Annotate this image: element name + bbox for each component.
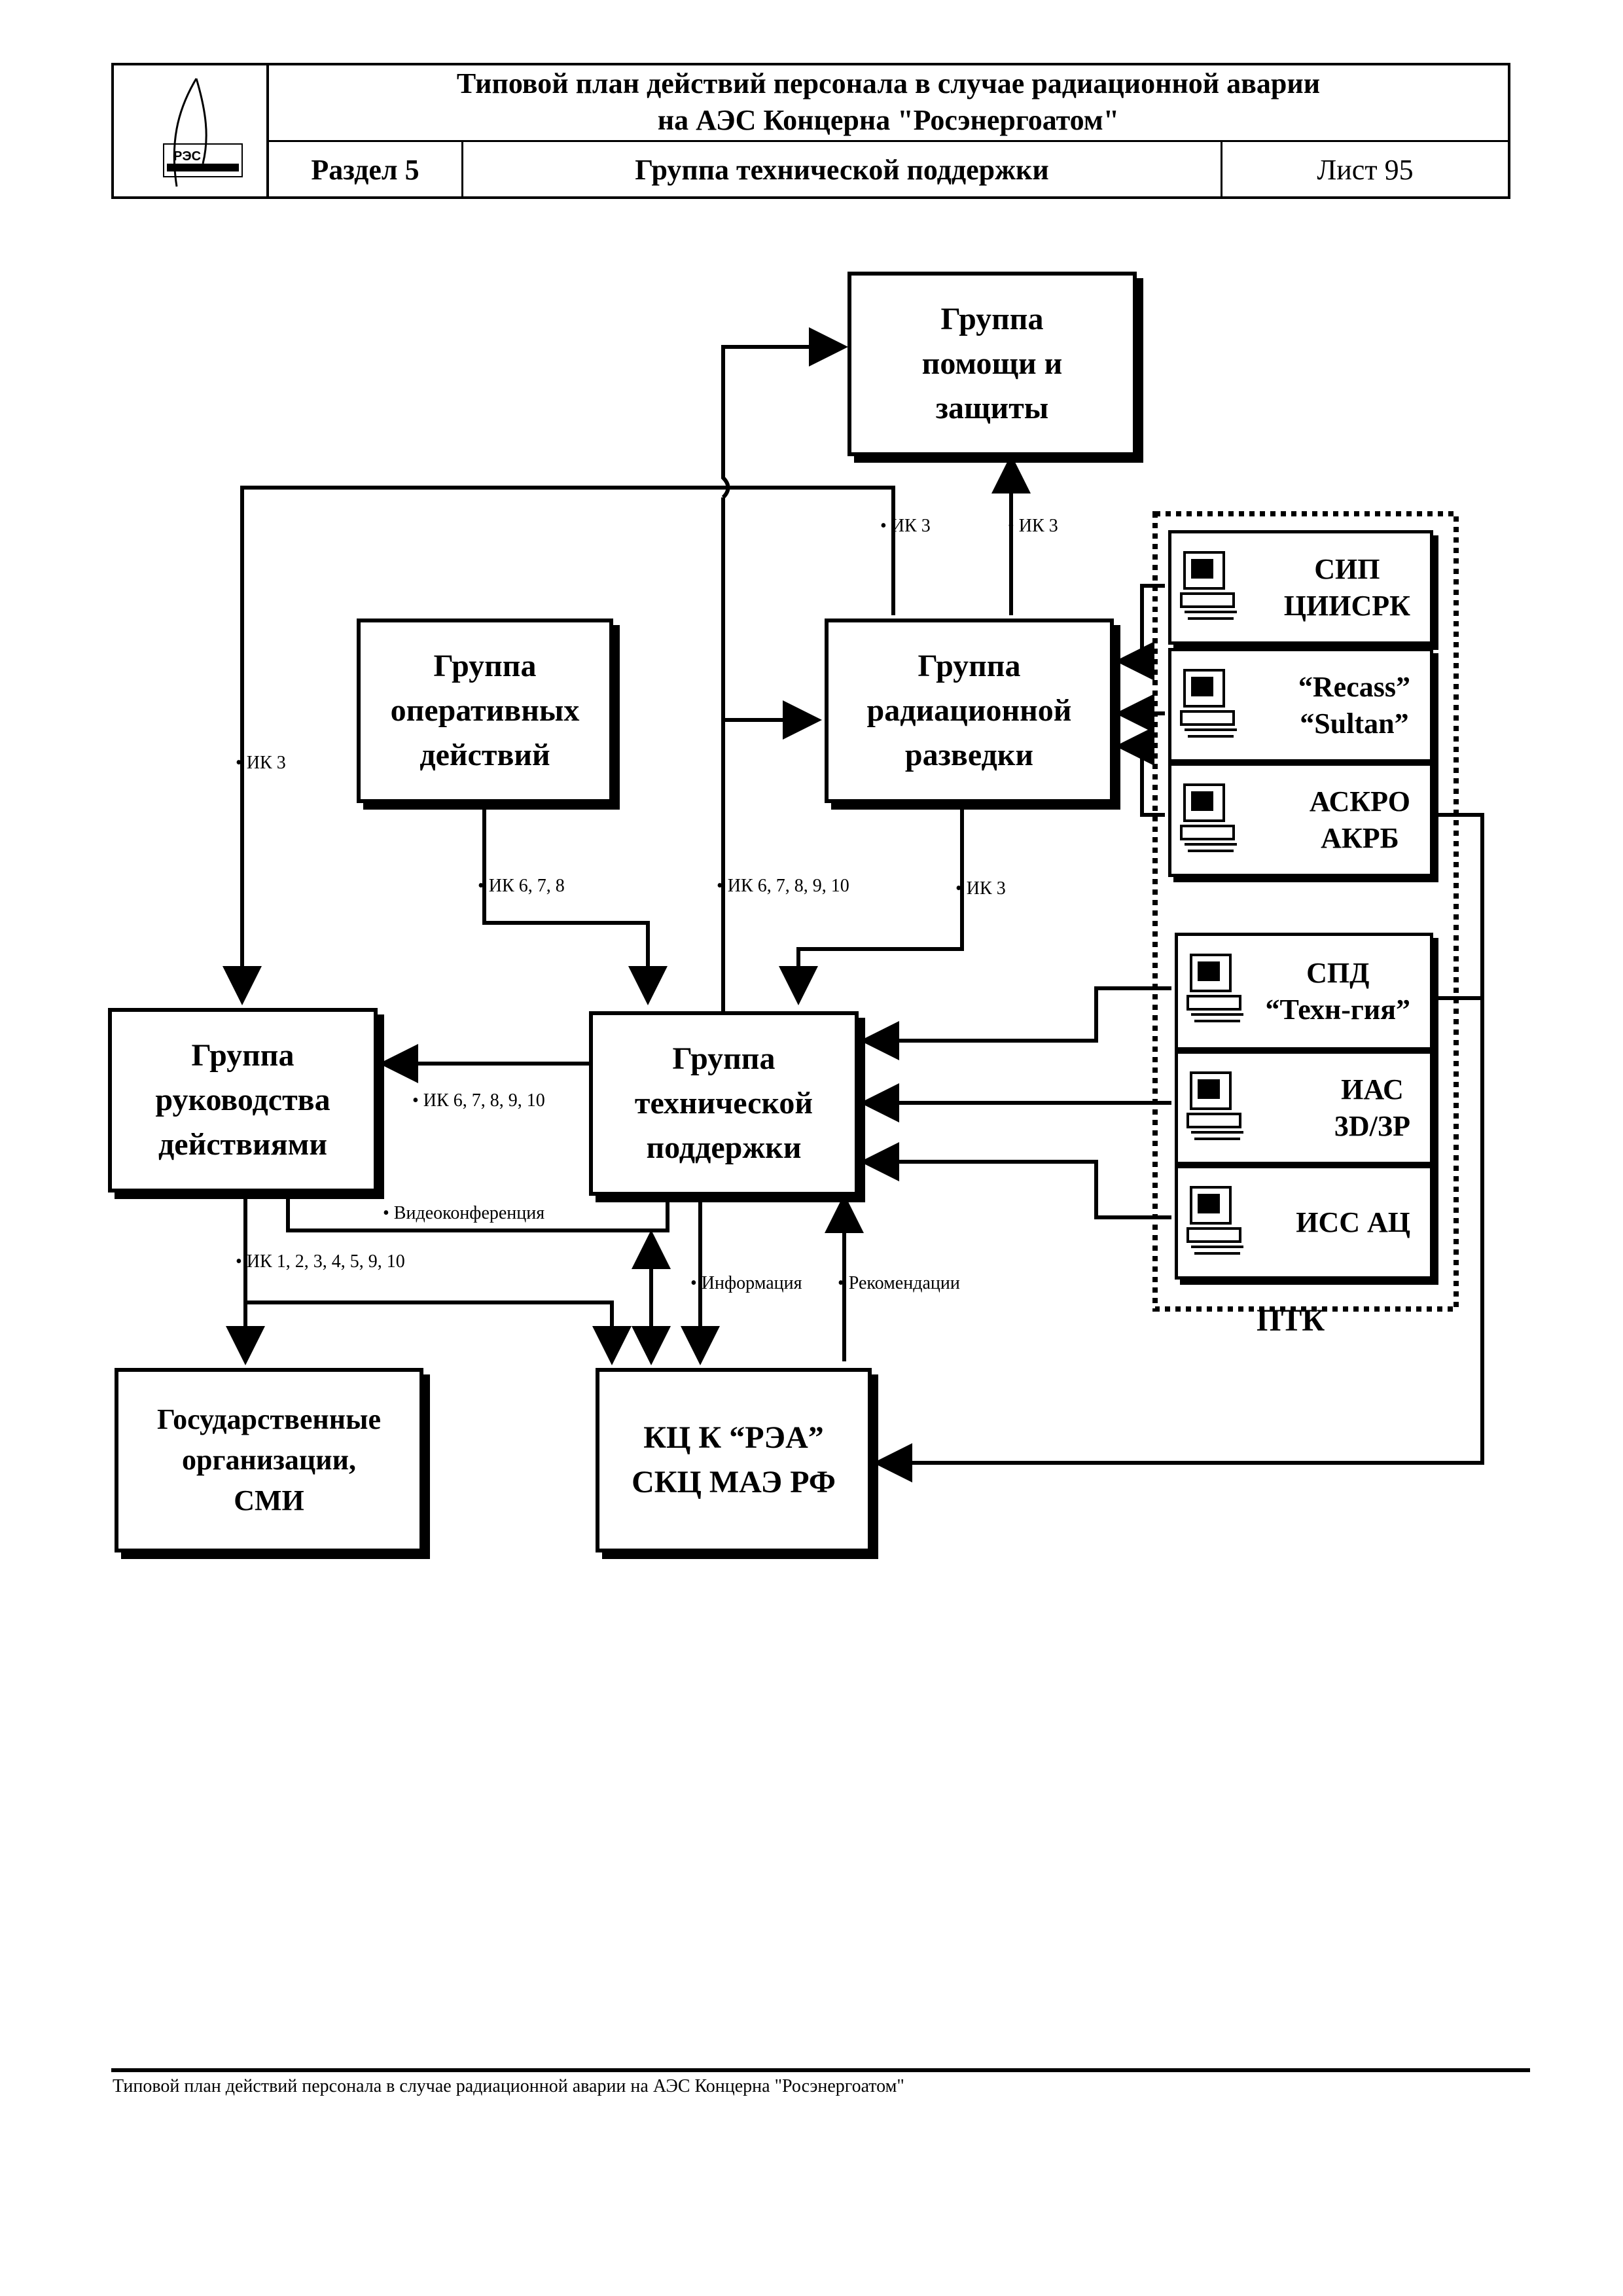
label-ik678910-center: • ИК 6, 7, 8, 9, 10 <box>717 876 849 896</box>
ptk-label: ПТК <box>1257 1303 1325 1338</box>
label-ik-state: • ИК 1, 2, 3, 4, 5, 9, 10 <box>236 1251 405 1272</box>
box-operative-group: Группа оперативных действий <box>357 619 613 803</box>
label-ik3-a: • ИК 3 <box>880 516 931 536</box>
doc-title-line2: на АЭС Концерна "Росэнергоатом" <box>657 104 1120 136</box>
computer-icon <box>1185 1069 1250 1157</box>
label-information: • Информация <box>690 1273 802 1293</box>
computer-icon <box>1185 952 1250 1039</box>
box-management-group: Группа руководства действиями <box>108 1008 378 1193</box>
box-crisis-center: КЦ К “РЭА” СКЦ МАЭ РФ <box>596 1368 872 1552</box>
computer-icon <box>1185 1184 1250 1272</box>
ptk-item-recass: “Recass”“Sultan” <box>1168 648 1433 762</box>
label-ik678: • ИК 6, 7, 8 <box>478 876 565 896</box>
label-ik678910-mgmt: • ИК 6, 7, 8, 9, 10 <box>412 1090 545 1111</box>
label-recommendations: • Рекомендации <box>838 1273 960 1293</box>
footer-text: Типовой план действий персонала в случае… <box>113 2076 904 2096</box>
doc-title-line1: Типовой план действий персонала в случае… <box>456 67 1321 99</box>
label-videoconference: • Видеоконференция <box>383 1203 545 1223</box>
section-title: Группа технической поддержки <box>635 154 1049 186</box>
computer-icon <box>1178 781 1243 869</box>
ptk-item-spd: СПД“Техн-гия” <box>1175 933 1433 1050</box>
computer-icon <box>1178 667 1243 755</box>
section-number: Раздел 5 <box>311 154 419 186</box>
footer-rule <box>111 2068 1530 2072</box>
box-state-orgs: Государственные организации, СМИ <box>115 1368 423 1552</box>
label-ik3-recon: • ИК 3 <box>955 878 1006 899</box>
label-ik3-left: • ИК 3 <box>236 753 286 773</box>
box-radiation-recon-group: Группа радиационной разведки <box>825 619 1114 803</box>
company-logo: РЭС <box>151 72 249 190</box>
ptk-item-iss: ИСС АЦ <box>1175 1165 1433 1280</box>
svg-text:РЭС: РЭС <box>173 149 201 164</box>
box-tech-support-group: Группа технической поддержки <box>589 1011 859 1196</box>
label-ik3-b: • ИК 3 <box>1008 516 1058 536</box>
computer-icon <box>1178 549 1243 637</box>
sheet-number: Лист 95 <box>1317 154 1414 186</box>
box-aid-protection-group: Группа помощи и защиты <box>847 272 1137 456</box>
